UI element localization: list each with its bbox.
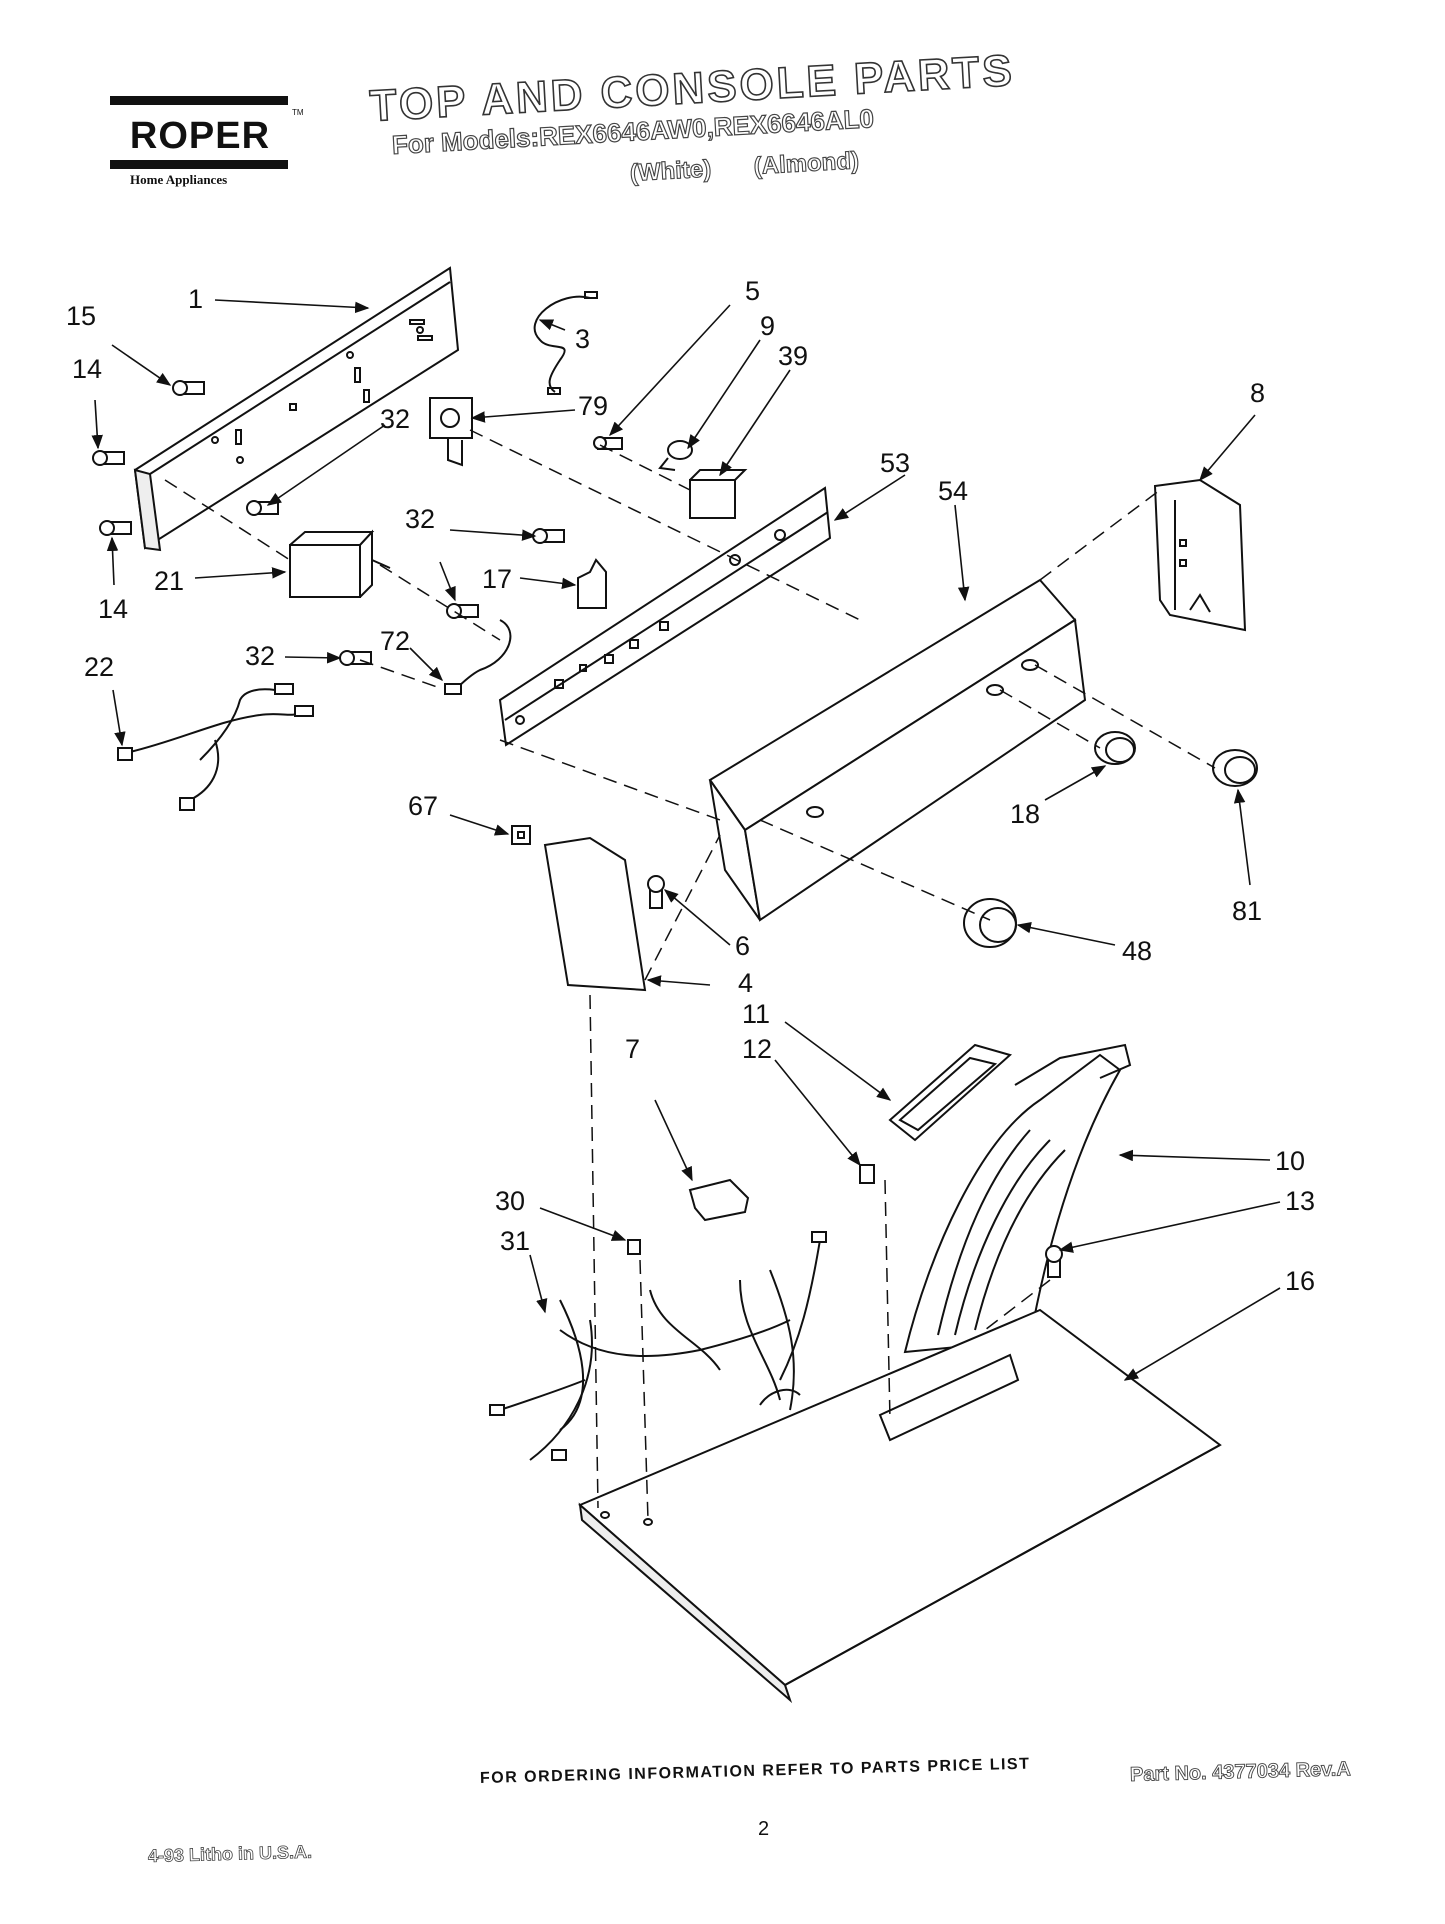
callout-6: 6 [735, 931, 750, 961]
screw-part-6 [647, 875, 665, 909]
callout-7: 7 [625, 1034, 640, 1064]
wire-part-72 [454, 619, 512, 691]
callout-11: 11 [742, 999, 770, 1029]
end-cap-part-8 [1153, 478, 1247, 632]
callout-15: 15 [66, 301, 96, 331]
console-bracket-part-53 [498, 486, 832, 747]
callout-16: 16 [1285, 1266, 1315, 1296]
screw-part-32c [446, 603, 479, 619]
wire-connector [444, 683, 462, 695]
bracket-part-17 [577, 558, 607, 609]
logo-wordmark: ROPER [129, 115, 271, 157]
wire-part-3 [533, 295, 591, 393]
knob-part-18 [1094, 731, 1136, 765]
assembly-lines [164, 429, 1216, 1521]
callout-9: 9 [760, 311, 775, 341]
callout-14: 14 [72, 354, 102, 384]
wire-harness-part-31 [489, 1231, 827, 1461]
screw-part-15 [172, 380, 205, 396]
callout-21: 21 [154, 566, 184, 596]
clip-part-67 [511, 825, 531, 845]
screw-part-13 [1045, 1245, 1063, 1278]
callout-48: 48 [1122, 936, 1152, 966]
callout-14: 14 [98, 594, 128, 624]
screw-part-14a [92, 450, 125, 466]
top-panel-part-16 [578, 1308, 1222, 1704]
callout-8: 8 [1250, 378, 1265, 408]
lint-duct-part-10 [903, 1043, 1132, 1354]
callout-10: 10 [1275, 1146, 1305, 1176]
callout-18: 18 [1010, 799, 1040, 829]
callout-12: 12 [742, 1034, 772, 1064]
callout-4: 4 [738, 968, 753, 998]
callout-32: 32 [405, 504, 435, 534]
leader-arrows [91, 299, 1281, 1381]
screw-part-32a [246, 500, 279, 516]
clip-part-12 [859, 1164, 875, 1184]
callout-32: 32 [380, 404, 410, 434]
bracket-part-39 [689, 469, 748, 519]
wire-harness-part-22 [117, 683, 314, 811]
callout-5: 5 [745, 276, 760, 306]
callout-79: 79 [578, 391, 608, 421]
knob-part-48 [963, 898, 1017, 948]
timer-part-21 [289, 529, 391, 598]
callout-13: 13 [1285, 1186, 1315, 1216]
logo-top-bar [110, 96, 288, 105]
callout-39: 39 [778, 341, 808, 371]
screw-part-5 [593, 436, 623, 450]
callout-81: 81 [1232, 896, 1262, 926]
callout-22: 22 [84, 652, 114, 682]
callout-3: 3 [575, 324, 590, 354]
callout-67: 67 [408, 791, 438, 821]
callout-labels: 1 15 14 14 3 5 9 39 79 8 32 32 32 53 54 … [66, 276, 1315, 1296]
logo-trademark: TM [292, 108, 304, 117]
callout-17: 17 [482, 564, 512, 594]
end-cap-part-4 [543, 836, 647, 992]
screw-part-14b [99, 520, 132, 536]
callout-1: 1 [188, 284, 203, 314]
callout-32: 32 [245, 641, 275, 671]
clip-part-30 [627, 1239, 641, 1255]
screw-part-32b [532, 528, 565, 544]
roper-logo: ROPER TM Home Appliances [110, 96, 304, 187]
callout-31: 31 [500, 1226, 530, 1256]
lens-part-11 [888, 1043, 1013, 1142]
console-panel-part-54 [708, 578, 1087, 922]
switch-part-79 [429, 397, 473, 467]
callout-54: 54 [938, 476, 968, 506]
print-info: 4-93 Litho in U.S.A. [147, 1841, 313, 1866]
wire-terminal [547, 387, 561, 395]
page-number: 2 [758, 1818, 770, 1840]
callout-72: 72 [380, 626, 410, 656]
clip-part-9 [658, 440, 693, 471]
logo-bottom-bar [110, 160, 288, 169]
clip-part-7 [688, 1178, 750, 1222]
knob-part-81 [1212, 749, 1258, 787]
wire-terminal [584, 291, 598, 299]
callout-30: 30 [495, 1186, 525, 1216]
back-panel-part [133, 266, 460, 552]
callout-53: 53 [880, 448, 910, 478]
logo-subtitle: Home Appliances [130, 172, 228, 187]
